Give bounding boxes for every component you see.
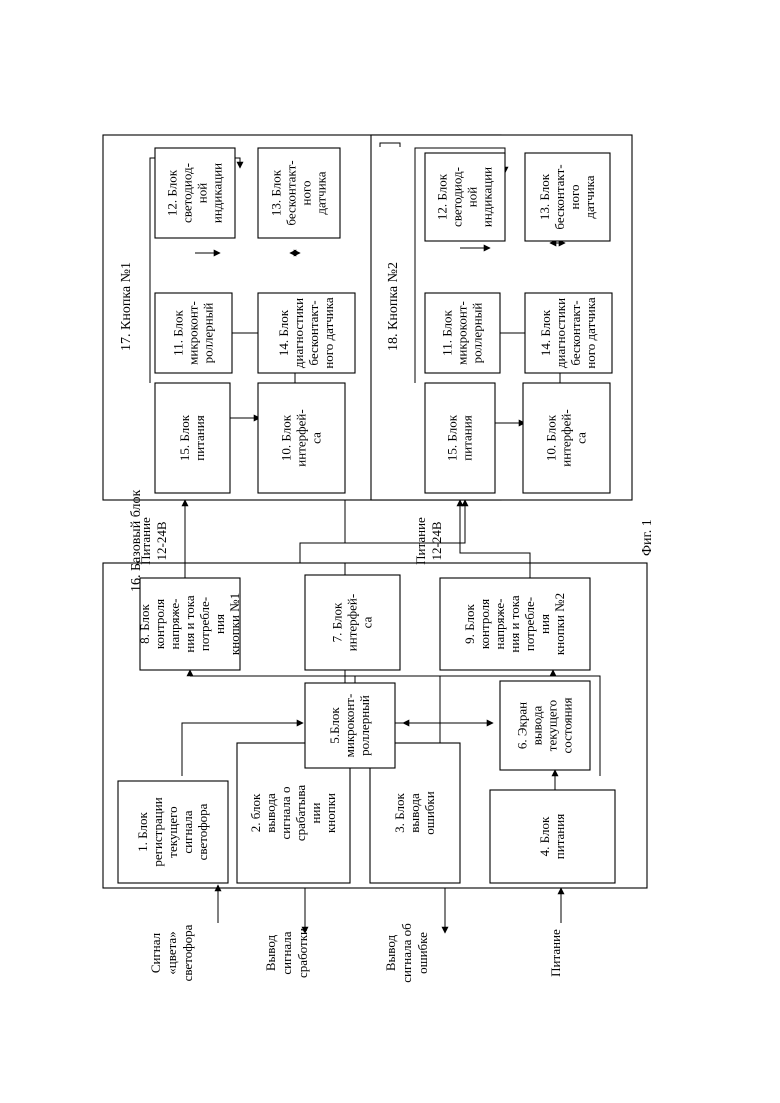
- button2-block-11-microcontroller-label: 11. Блокмикроконт-роллерный: [440, 301, 485, 365]
- button1-title: 17. Кнопка №1: [119, 262, 134, 351]
- button1-block-15-power-label: 15. Блокпитания: [177, 414, 207, 461]
- label-power-button1: Питание12-24В: [138, 517, 169, 565]
- label-power-button2: Питание12-24В: [413, 517, 444, 565]
- block-9-button2-monitor-label: 9. Блокконтролянапряже-ния и токапотребл…: [462, 593, 567, 655]
- button1-block-11-microcontroller-label: 11. Блокмикроконт-роллерный: [171, 301, 216, 365]
- block-3-error-output-label: 3. Блоквыводаошибки: [392, 791, 437, 834]
- block-8-button1-monitor-label: 8. Блокконтролянапряже-ния и токапотребл…: [137, 593, 242, 655]
- button2-block-15-power-label: 15. Блокпитания: [445, 414, 475, 461]
- wire-interface-to-button1: [300, 500, 345, 543]
- figure-caption: Фиг. 1: [640, 519, 656, 556]
- block-6-status-screen-label: 6. Экранвыводатекущегосостояния: [515, 697, 575, 753]
- label-power-in: Питание: [548, 929, 563, 977]
- label-trigger-output: Выводсигналасработки: [263, 928, 310, 978]
- label-error-output: Выводсигнала обошибке: [383, 923, 430, 983]
- button2-title: 18. Кнопка №2: [386, 262, 401, 351]
- block-4-power-label: 4. Блокпитания: [537, 814, 567, 859]
- label-traffic-signal: Сигнал«цвета»светофора: [148, 924, 195, 981]
